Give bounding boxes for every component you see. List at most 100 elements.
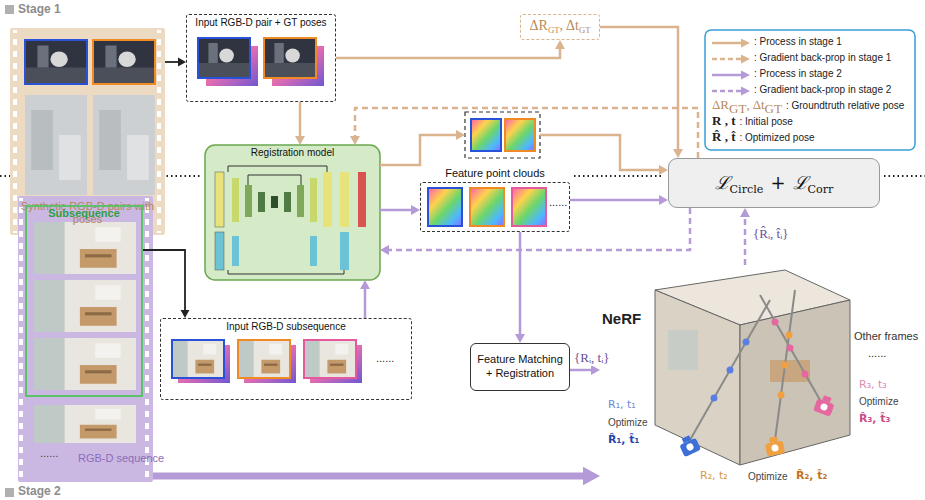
arrow-head: [181, 310, 190, 318]
legend-sample: [712, 90, 742, 93]
label-text: Stage 1: [18, 2, 61, 16]
label-text: R̂₁, t̂₁: [606, 433, 641, 446]
line-shape: [690, 300, 770, 440]
rect-shape: [310, 178, 317, 222]
g-shape: [677, 433, 701, 457]
legend-sample: [712, 42, 742, 45]
use-shape: [93, 95, 155, 195]
node-text: ℒ: [715, 172, 730, 193]
rect-shape: [238, 340, 290, 378]
film-strip-1: [10, 28, 165, 235]
connector-line: [299, 102, 302, 139]
rect-shape: [340, 232, 349, 270]
rect-shape: [358, 172, 366, 227]
connector-line: [143, 250, 185, 312]
circle-shape: [782, 362, 789, 369]
rect-shape: [668, 330, 698, 370]
use-shape: [34, 222, 136, 274]
connector: [165, 58, 186, 67]
input-pair-images: [198, 38, 324, 86]
connector: [143, 250, 189, 318]
legend-sample-head: [741, 87, 750, 96]
film-strip-node: Synthetic RGB-D pairs with poses: [10, 28, 165, 235]
use-shape: [25, 40, 87, 84]
circle-shape: [802, 371, 809, 378]
node-text: ℒ: [793, 172, 808, 193]
arrow-head: [178, 58, 186, 67]
rect-shape: [682, 435, 691, 443]
label-text: GT: [765, 101, 782, 116]
label-text: Δt: [753, 97, 765, 112]
use-shape: [264, 38, 316, 78]
rect-shape: [271, 196, 278, 208]
rect-shape: [465, 112, 540, 158]
path-shape: [540, 135, 660, 170]
legend-sample-head: [741, 39, 750, 48]
path-shape: [380, 135, 457, 165]
node-text: ΔR: [530, 18, 548, 33]
rect-shape: [284, 192, 291, 212]
node-text: Registration model: [251, 147, 334, 158]
feature-clouds-box: Feature point clouds: [420, 182, 570, 232]
arrow-head: [740, 208, 750, 217]
label-text: R , t: [712, 113, 735, 128]
matching-box: Feature Matching + Registration: [470, 343, 570, 391]
text-group: Input RGB-D pair + GT poses: [187, 17, 335, 28]
pose-box: ΔRGT,ΔtGT: [520, 14, 600, 40]
arrow-head: [555, 40, 565, 49]
circle-shape: [786, 332, 793, 339]
edge-label: {Rᵢ, tᵢ}: [572, 350, 612, 366]
line-shape: [884, 175, 925, 177]
node-text: RGB-D sequence: [78, 452, 164, 464]
text-group: Feature Matching + Registration: [475, 353, 565, 381]
connector-line: [336, 46, 560, 58]
use-shape: [238, 340, 290, 378]
legend-sample-head: [741, 55, 750, 64]
node-text: ,: [559, 18, 563, 33]
connector: [360, 280, 370, 318]
nerf-cube: [655, 270, 850, 465]
use-shape: [304, 340, 356, 378]
rect-shape: [770, 360, 810, 382]
arrow-head: [515, 334, 525, 343]
circle-shape: [771, 444, 779, 452]
connector-line: [519, 232, 522, 337]
node-text: Input RGB-D subsequence: [226, 321, 346, 332]
input-subsequence-images: [172, 340, 362, 383]
input-subsequence-box: Input RGB-D subsequence: [160, 318, 412, 400]
legend-text: : Gradient back-prop in stage 1: [754, 52, 891, 64]
rect-shape: [25, 40, 87, 84]
rect-shape: [297, 185, 304, 217]
rect-shape: [310, 236, 317, 266]
circle-shape: [778, 392, 785, 399]
text-group: Registration model: [205, 147, 380, 158]
text-group: ℒCircle+ℒCorr: [669, 170, 879, 195]
label-text: R₁, t₁: [606, 398, 638, 411]
rect-shape: [172, 340, 224, 378]
polygon-shape: [456, 130, 465, 140]
g-shape: [813, 394, 836, 417]
rect-shape: [12, 30, 18, 233]
use-shape: [93, 40, 155, 84]
rect-shape: [679, 438, 701, 457]
text-group: NeRF: [602, 310, 641, 327]
arrow-head: [360, 280, 370, 289]
label-text: Optimize: [857, 396, 900, 408]
label-text: R̂₃, t̂₃: [857, 412, 892, 425]
rect-shape: [264, 38, 316, 78]
stage2-feature-clouds: [428, 188, 546, 226]
node-text: Feature point clouds: [445, 167, 545, 179]
node-text: Circle: [730, 183, 764, 196]
use-shape: [198, 38, 250, 78]
connector: [295, 102, 305, 145]
label-text: : Optimized pose: [739, 132, 814, 143]
label-text: Other frames: [854, 330, 918, 343]
arrow-head: [350, 136, 360, 145]
rect-shape: [232, 236, 239, 266]
edge-label: {R̂ᵢ, t̂ᵢ}: [751, 226, 791, 242]
rect-shape: [765, 441, 785, 457]
connector: [350, 108, 698, 158]
use-shape: [172, 340, 224, 378]
node-text: Input RGB-D pair + GT poses: [195, 17, 326, 28]
